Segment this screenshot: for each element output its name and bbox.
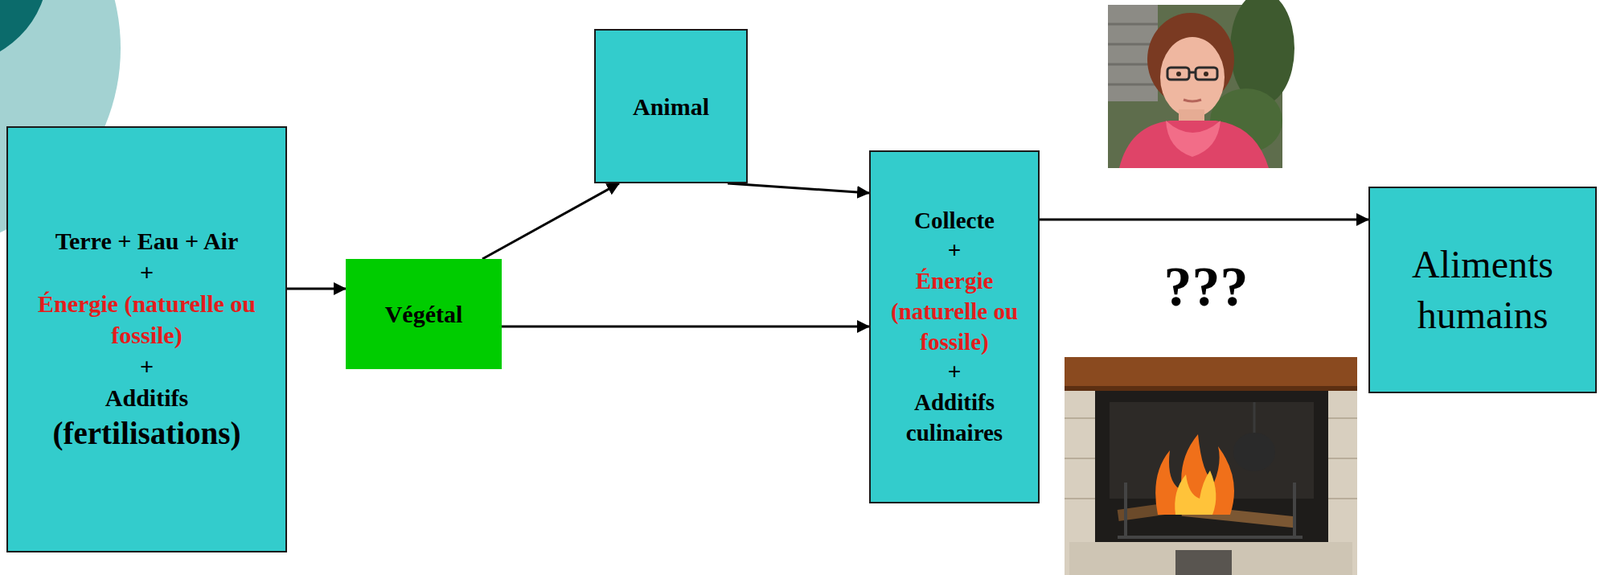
- fireplace-photo: [1064, 417, 1096, 419]
- box-text: +: [877, 356, 1032, 388]
- fireplace-photo: [1155, 434, 1235, 515]
- fireplace-photo: [1064, 356, 1358, 390]
- box-text: (fertilisations): [17, 413, 276, 455]
- box-text: Animal: [603, 90, 739, 123]
- woman-photo: [1203, 71, 1209, 77]
- corner-circles: [0, 0, 49, 65]
- fireplace-photo: [1233, 432, 1276, 472]
- fireplace-photo: [1175, 549, 1232, 575]
- woman-photo: [1189, 71, 1196, 74]
- fireplace-photo: [1253, 402, 1256, 435]
- woman-photo: [1183, 99, 1202, 102]
- woman-photo: [1107, 83, 1158, 87]
- fireplace-photo: [1064, 356, 1358, 575]
- fireplace-photo: [1174, 470, 1216, 515]
- woman-photo: [1107, 0, 1295, 169]
- box-text: Aliments humains: [1379, 239, 1586, 341]
- flow-arrow: [482, 183, 620, 259]
- woman-photo: [1119, 120, 1269, 169]
- box-text: +: [877, 235, 1032, 267]
- flow-arrow: [287, 287, 346, 291]
- fireplace-photo: [1117, 535, 1303, 539]
- box-text: Terre + Eau + Air: [17, 225, 276, 257]
- input-box: Terre + Eau + Air+Énergie (naturelle ou …: [6, 126, 288, 553]
- edge-label: ???: [1164, 255, 1249, 318]
- box-text: Additifs culinaires: [877, 387, 1032, 448]
- flow-arrow: [1039, 218, 1369, 222]
- fireplace-photo: [1328, 457, 1358, 460]
- plant-box: Végétal: [345, 258, 502, 370]
- box-text: +: [17, 350, 276, 382]
- fireplace-photo: [1328, 497, 1358, 500]
- woman-photo: [1195, 67, 1218, 80]
- fireplace-photo: [1292, 482, 1297, 538]
- box-text: Additifs: [17, 381, 276, 414]
- fireplace-photo: [1328, 417, 1358, 419]
- fireplace-photo: [1095, 390, 1329, 542]
- flow-arrow: [501, 325, 870, 329]
- animal-box: Animal: [594, 28, 748, 184]
- woman-photo: [1167, 67, 1190, 80]
- fireplace-photo: [1064, 497, 1096, 500]
- flow-arrow: [727, 183, 870, 193]
- box-text: Végétal: [353, 298, 494, 330]
- woman-photo: [1165, 120, 1221, 157]
- fireplace-photo: [1064, 356, 1358, 575]
- fireplace-photo: [1064, 457, 1096, 460]
- fireplace-photo: [1064, 385, 1358, 391]
- processing-box: Collecte+Énergie (naturelle ou fossile)+…: [869, 150, 1040, 504]
- woman-photo: [1160, 36, 1225, 118]
- box-text: +: [17, 256, 276, 288]
- box-text: Énergie (naturelle ou fossile): [877, 266, 1032, 357]
- fireplace-photo: [1124, 482, 1128, 538]
- fireplace-photo: [1069, 541, 1353, 575]
- woman-photo: [1176, 71, 1182, 77]
- woman-photo: [1107, 23, 1158, 26]
- box-text: Énergie (naturelle ou fossile): [17, 287, 276, 351]
- box-text: Collecte: [877, 205, 1032, 237]
- woman-photo: [1230, 0, 1295, 105]
- output-box: Aliments humains: [1368, 186, 1597, 394]
